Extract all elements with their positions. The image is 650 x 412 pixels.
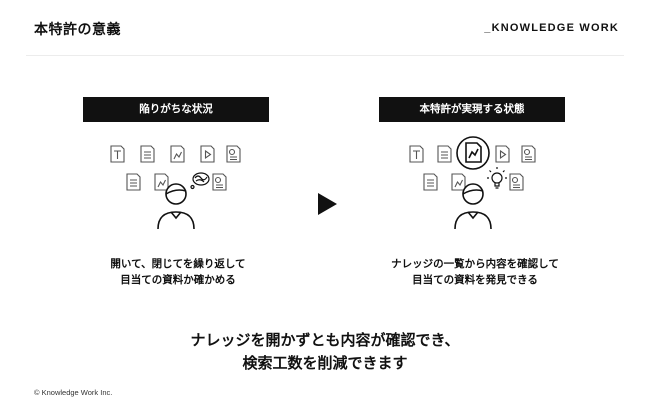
before-label: 陥りがちな状況 <box>83 97 269 122</box>
document-pie-icon <box>509 173 524 191</box>
document-video-icon <box>495 145 510 163</box>
document-icon <box>423 173 438 191</box>
before-caption-line: 開いて、閉じてを繰り返して <box>110 258 246 270</box>
document-icon <box>140 145 155 163</box>
after-caption-line: ナレッジの一覧から内容を確認して <box>391 258 559 270</box>
summary-text: ナレッジを開かずとも内容が確認でき、 検索工数を削減できます <box>0 329 650 375</box>
page-title: 本特許の意義 <box>34 22 121 38</box>
copyright: © Knowledge Work Inc. <box>34 388 113 397</box>
after-label: 本特許が実現する状態 <box>379 97 565 122</box>
document-icon <box>126 173 141 191</box>
person-icon <box>454 183 492 230</box>
summary-line: ナレッジを開かずとも内容が確認でき、 <box>190 331 460 349</box>
brand-logo: _KNOWLEDGE WORK <box>484 22 619 34</box>
after-illustration <box>409 136 536 230</box>
document-chart-icon <box>154 173 169 191</box>
document-video-icon <box>200 145 215 163</box>
play-arrow-icon <box>318 193 337 215</box>
magnified-document-icon <box>456 136 490 170</box>
document-pie-icon <box>226 145 241 163</box>
before-illustration <box>110 145 241 230</box>
document-icon <box>437 145 452 163</box>
document-pie-icon <box>212 173 227 191</box>
summary-line: 検索工数を削減できます <box>242 354 408 372</box>
lightbulb-icon <box>487 167 507 189</box>
confused-thought-icon <box>190 172 210 190</box>
before-caption: 開いて、閉じてを繰り返して 目当ての資料か確かめる <box>58 256 298 288</box>
document-pie-icon <box>521 145 536 163</box>
person-icon <box>157 183 195 230</box>
document-chart-icon <box>170 145 185 163</box>
header-divider <box>26 55 624 56</box>
after-caption: ナレッジの一覧から内容を確認して 目当ての資料を発見できる <box>355 256 595 288</box>
document-text-icon <box>110 145 125 163</box>
document-text-icon <box>409 145 424 163</box>
document-chart-icon <box>451 173 466 191</box>
before-caption-line: 目当ての資料か確かめる <box>120 274 236 286</box>
after-caption-line: 目当ての資料を発見できる <box>412 274 538 286</box>
